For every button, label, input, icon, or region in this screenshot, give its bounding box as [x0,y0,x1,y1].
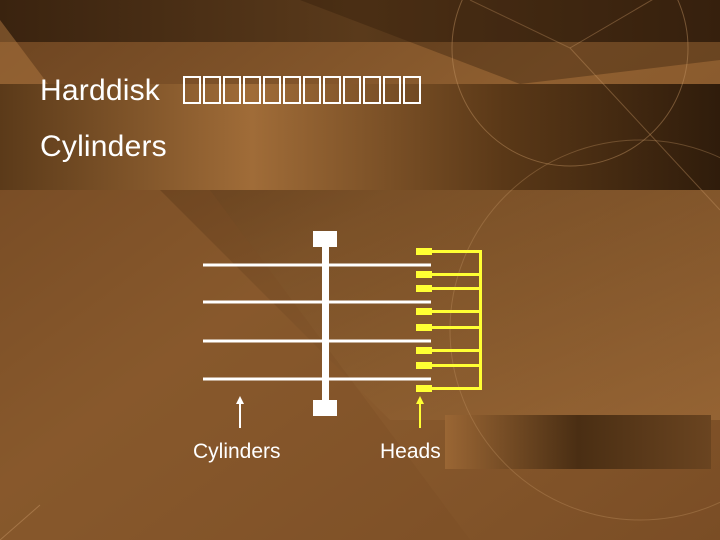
missing-glyph-box [322,76,341,104]
read-write-head [416,362,432,369]
heads-label: Heads [380,440,441,463]
missing-glyph-boxes [182,74,423,108]
missing-glyph-box [182,76,201,104]
head-arm [430,349,480,352]
spindle-cap-bottom [313,400,337,416]
missing-glyph-box [282,76,301,104]
head-arm [430,387,480,390]
read-write-head [416,324,432,331]
missing-glyph-box [222,76,241,104]
platter [203,300,431,304]
platter [203,377,431,381]
slide-title-line1: Harddisk [40,74,423,108]
spindle-cap-top [313,231,337,247]
head-arm [430,310,480,313]
missing-glyph-box [342,76,361,104]
head-arm [430,287,480,290]
missing-glyph-box [362,76,381,104]
read-write-head [416,385,432,392]
spindle-shaft [322,242,329,406]
head-arm [430,273,480,276]
read-write-head [416,248,432,255]
platters-group [203,263,431,381]
missing-glyph-box [202,76,221,104]
head-actuator [479,250,482,390]
slide-title-line2: Cylinders [40,130,167,163]
read-write-head [416,308,432,315]
platter [203,339,431,343]
read-write-head [416,285,432,292]
missing-glyph-box [262,76,281,104]
head-arm [430,364,480,367]
read-write-head [416,347,432,354]
cylinders-label: Cylinders [193,440,281,463]
missing-glyph-box [402,76,421,104]
heads-arrow [416,396,424,428]
missing-glyph-box [382,76,401,104]
head-arm [430,326,480,329]
heads-assembly [416,248,482,392]
head-arm [430,250,480,253]
title-text: Harddisk [40,74,160,107]
cylinders-arrow [236,396,244,428]
read-write-head [416,271,432,278]
spindle [313,231,337,416]
missing-glyph-box [302,76,321,104]
missing-glyph-box [242,76,261,104]
platter [203,263,431,267]
